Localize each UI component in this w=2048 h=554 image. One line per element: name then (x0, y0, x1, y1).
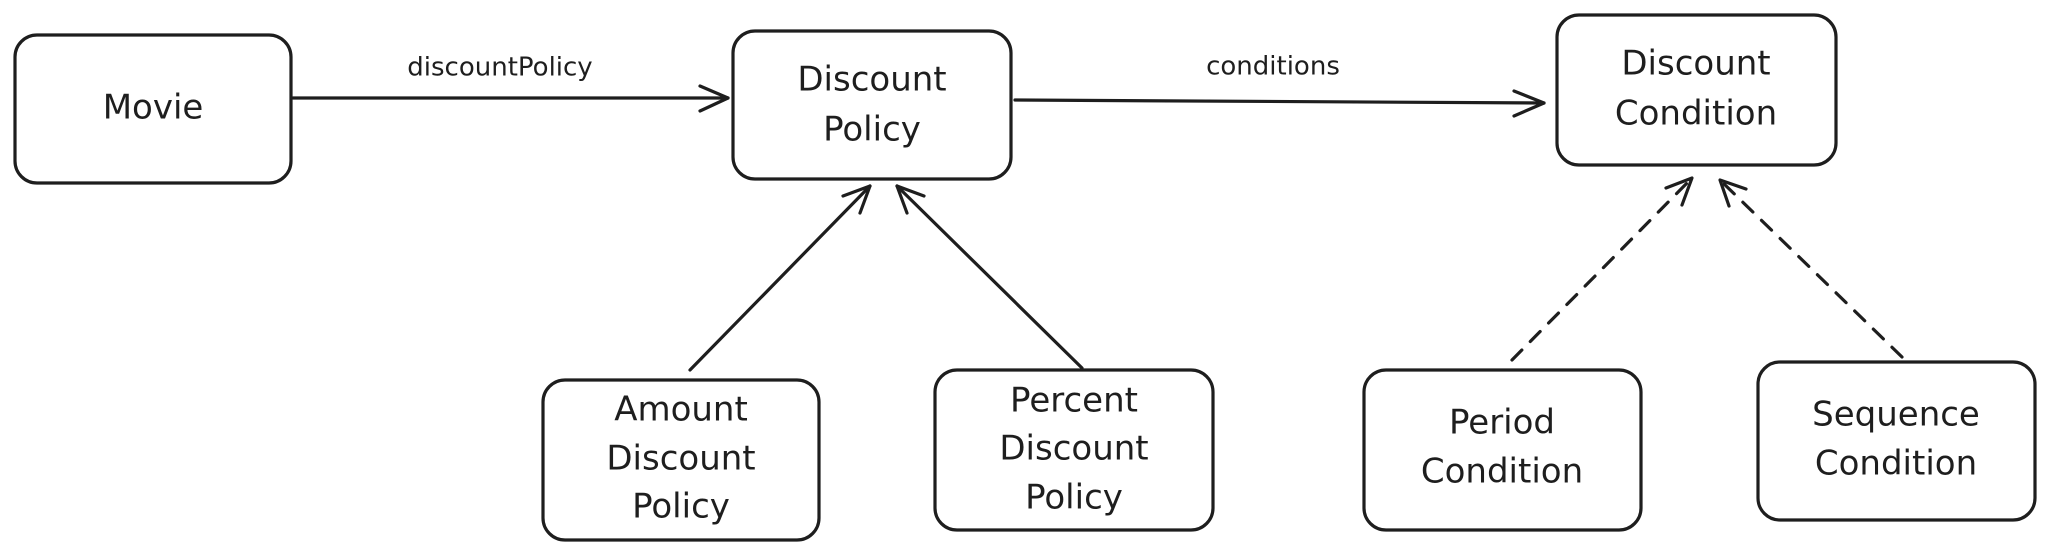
arrowhead-icon (698, 84, 730, 113)
node-label: Policy (632, 487, 730, 527)
edge-line (1510, 176, 1694, 362)
node-period-condition[interactable]: Period Condition (1362, 368, 1643, 532)
edge-period-to-discount-condition (1510, 176, 1694, 362)
node-label: Discount (1621, 44, 1770, 84)
edge-line (1718, 178, 1904, 359)
edge-percent-to-discount-policy (895, 184, 1084, 370)
node-label: Policy (823, 110, 921, 150)
edge-movie-to-discount-policy: discountPolicy (291, 53, 730, 113)
edge-sequence-to-discount-condition (1718, 178, 1904, 359)
node-label: Percent (1010, 381, 1138, 421)
nodes: Movie Discount Policy Discount Condition… (13, 13, 2037, 542)
node-label: Sequence (1812, 395, 1980, 435)
node-label: Policy (1025, 478, 1123, 518)
edges: discountPolicy conditions (291, 52, 1904, 372)
node-label: Movie (103, 88, 204, 128)
arrowhead-icon (895, 184, 926, 215)
node-discount-condition[interactable]: Discount Condition (1555, 13, 1838, 167)
edge-line (895, 184, 1084, 370)
node-sequence-condition[interactable]: Sequence Condition (1756, 360, 2037, 522)
edge-label-conditions: conditions (1206, 52, 1340, 82)
node-amount-discount-policy[interactable]: Amount Discount Policy (541, 378, 821, 542)
edge-discount-policy-to-condition: conditions (1013, 52, 1546, 118)
node-discount-policy[interactable]: Discount Policy (731, 29, 1013, 181)
edge-line (688, 184, 872, 372)
node-percent-discount-policy[interactable]: Percent Discount Policy (933, 368, 1215, 532)
node-label: Period (1449, 403, 1555, 443)
edge-amount-to-discount-policy (688, 184, 872, 372)
arrowhead-icon (1718, 178, 1748, 208)
node-label: Amount (614, 390, 748, 430)
arrowhead-icon (1664, 176, 1694, 207)
edge-line (1013, 98, 1546, 105)
arrowhead-icon (841, 184, 872, 215)
edge-label-discount-policy: discountPolicy (407, 53, 592, 83)
node-label: Discount (606, 439, 755, 479)
node-label: Condition (1421, 452, 1583, 492)
arrowhead-icon (1512, 89, 1546, 118)
node-movie[interactable]: Movie (13, 33, 293, 185)
node-label: Condition (1815, 444, 1977, 484)
node-label: Condition (1615, 94, 1777, 134)
node-label: Discount (797, 60, 946, 100)
node-label: Discount (999, 429, 1148, 469)
